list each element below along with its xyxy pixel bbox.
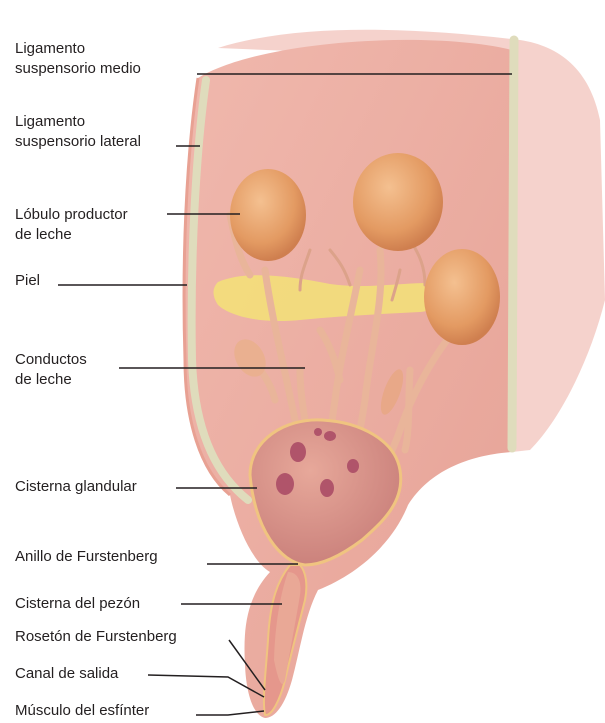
label-lobulo: Lóbulo productor de leche — [15, 205, 128, 245]
medial-ligament — [512, 40, 514, 448]
label-cisterna-pezon: Cisterna del pezón — [15, 594, 140, 614]
label-piel: Piel — [15, 271, 40, 291]
udder-body — [184, 40, 512, 718]
label-roseton: Rosetón de Furstenberg — [15, 627, 177, 647]
lobule — [424, 249, 500, 345]
label-ligamento-medio: Ligamento suspensorio medio — [15, 39, 141, 79]
lobule — [353, 153, 443, 251]
label-ligamento-lateral: Ligamento suspensorio lateral — [15, 112, 141, 152]
label-canal: Canal de salida — [15, 664, 118, 684]
lobule — [230, 169, 306, 261]
label-cisterna-glandular: Cisterna glandular — [15, 477, 137, 497]
label-conductos: Conductos de leche — [15, 350, 87, 390]
label-anillo: Anillo de Furstenberg — [15, 547, 158, 567]
label-musculo: Músculo del esfínter — [15, 701, 149, 721]
